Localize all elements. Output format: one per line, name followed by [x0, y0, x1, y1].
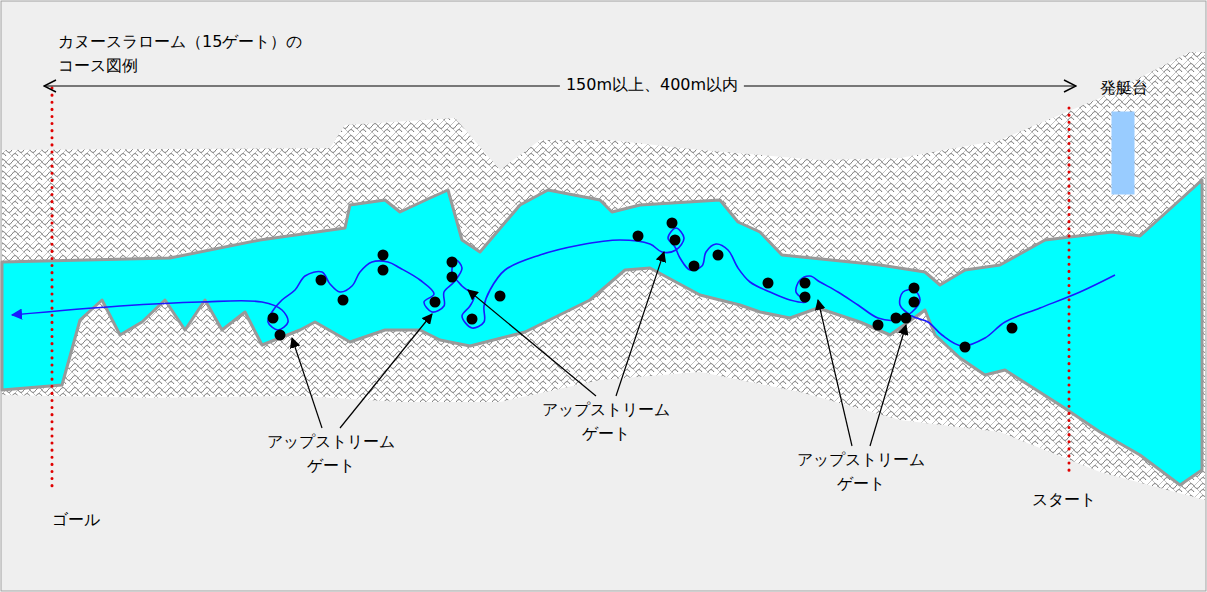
gate-pole — [689, 261, 700, 272]
gate-pole — [467, 314, 478, 325]
gate-pole — [338, 295, 349, 306]
goal-line — [51, 88, 54, 488]
gate-pole — [891, 313, 902, 324]
goal-label: ゴール — [52, 508, 100, 532]
gate-poles — [268, 218, 1018, 353]
gate-pole — [800, 292, 811, 303]
gate-pole — [670, 235, 681, 246]
gate-pole — [447, 272, 458, 283]
gate-pole — [633, 231, 644, 242]
figure-title: カヌースラローム（15ゲート）の コース図例 — [58, 30, 348, 78]
gate-pole — [378, 250, 389, 261]
dimension-label: 150m以上、400m以内 — [560, 73, 744, 97]
gate-pole — [430, 297, 441, 308]
course-path — [12, 228, 1115, 346]
gate-pole — [909, 297, 920, 308]
gate-pole — [800, 278, 811, 289]
gate-pole — [495, 291, 506, 302]
gate-pole — [763, 278, 774, 289]
gate-pole — [713, 250, 724, 261]
leader-line — [616, 252, 664, 396]
gate-pole — [268, 313, 279, 324]
start-label: スタート — [1032, 488, 1096, 512]
gate-label: アップストリーム ゲート — [786, 448, 936, 496]
leader-line — [818, 300, 852, 446]
start-line — [1068, 108, 1071, 472]
gate-pole — [378, 265, 389, 276]
gate-label: アップストリーム ゲート — [256, 430, 406, 478]
gate-pole — [316, 275, 327, 286]
leader-line — [468, 290, 596, 396]
platform-label: 発艇台 — [1100, 76, 1148, 100]
gate-label: アップストリーム ゲート — [531, 398, 681, 446]
gate-pole — [447, 257, 458, 268]
gate-pole — [667, 218, 678, 229]
gate-pole — [275, 330, 286, 341]
course-route — [12, 228, 1115, 346]
river-water — [2, 180, 1202, 485]
leader-line — [340, 314, 432, 428]
gate-pole — [873, 320, 884, 331]
gate-leaders — [292, 252, 906, 446]
gate-pole — [909, 283, 920, 294]
leader-line — [870, 325, 906, 446]
launch-platform — [1112, 112, 1134, 194]
gate-pole — [901, 313, 912, 324]
gate-pole — [960, 342, 971, 353]
river-bank — [2, 52, 1205, 500]
gate-pole — [1007, 323, 1018, 334]
leader-line — [292, 338, 322, 428]
